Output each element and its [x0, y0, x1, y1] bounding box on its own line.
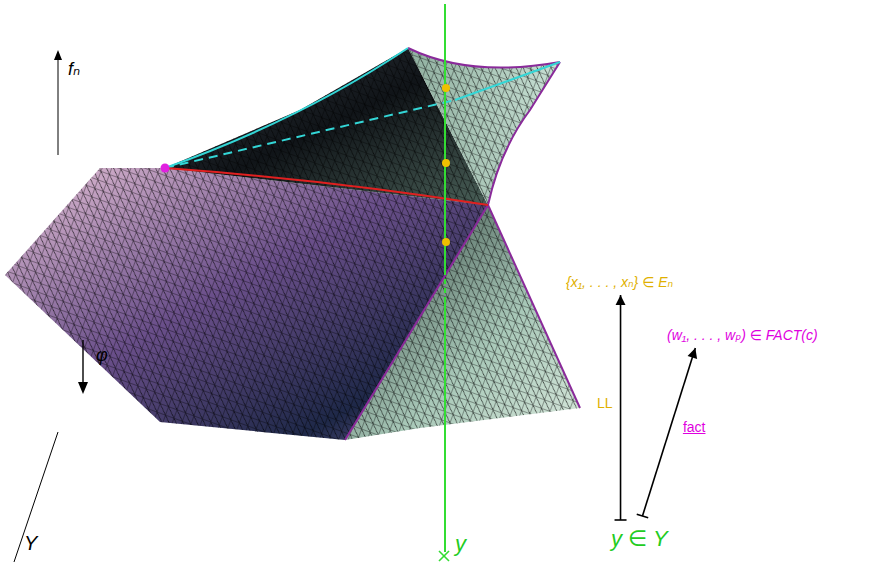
- expression-text: y ∈ Y: [611, 526, 668, 552]
- math-expression: (w₁, . . . , wₚ) ∈ FACT(c): [664, 325, 821, 345]
- maps-to-arrow: [615, 295, 627, 520]
- arrow-label: LL: [597, 396, 613, 411]
- expression-text: (w₁, . . . , wₚ) ∈ FACT(c): [667, 327, 818, 343]
- map-label: fₙ: [68, 60, 80, 80]
- point-label: y: [455, 532, 466, 556]
- math-expression: {x₁, . . . , xₙ} ∈ Eₙ: [563, 272, 676, 292]
- arrow-label: fact: [683, 420, 706, 435]
- math-expression: y ∈ Y: [608, 524, 671, 554]
- space-label: Y: [24, 532, 37, 554]
- map-label: φ: [96, 346, 108, 366]
- expression-text: {x₁, . . . , xₙ} ∈ Eₙ: [566, 274, 673, 290]
